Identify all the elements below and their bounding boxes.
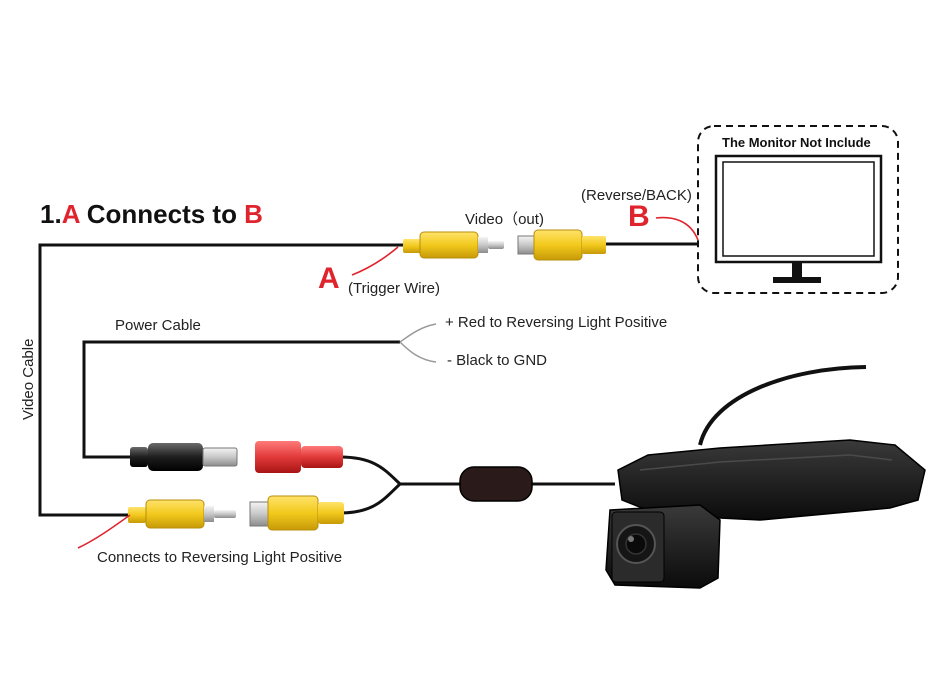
reversing-light-label: Connects to Reversing Light Positive: [97, 549, 343, 566]
video-out-label: Video（out): [465, 211, 544, 228]
letter-a-marker: A: [318, 262, 340, 295]
monitor-illustration: [697, 125, 899, 294]
cable-inline-module: [459, 466, 533, 502]
red-callout-lines: [77, 216, 699, 549]
power-socket-red: [255, 441, 343, 473]
monitor-stand: [792, 262, 802, 277]
monitor-base: [773, 277, 821, 283]
reversing-rca-male-yellow: [128, 499, 236, 529]
video-cable-line: [38, 243, 403, 517]
camera-rca-female-yellow: [249, 495, 344, 531]
video-out-rca-female-yellow: [517, 229, 606, 261]
reverse-back-label: (Reverse/BACK): [581, 187, 692, 204]
monitor-dashed-box: [697, 125, 899, 294]
power-cable-line: [82, 340, 400, 459]
video-cable-label: Video Cable: [20, 338, 37, 420]
trigger-wire-label: (Trigger Wire): [348, 280, 440, 297]
monitor-screen: [714, 154, 883, 264]
title-letter-b: B: [244, 199, 263, 229]
title-letter-a: A: [61, 199, 80, 229]
trigger-rca-male-yellow: [403, 231, 504, 259]
power-cable-label: Power Cable: [115, 317, 201, 334]
camera-top-cable: [698, 365, 867, 446]
title-middle: Connects to: [79, 199, 245, 229]
letter-b-marker: B: [628, 200, 650, 233]
cable-split-lines: [339, 455, 615, 515]
power-wire-branches: [399, 323, 437, 363]
power-plug-black: [130, 443, 238, 471]
monitor-note-label: The Monitor Not Include: [722, 135, 871, 150]
backup-camera: [605, 439, 926, 589]
black-gnd-label: - Black to GND: [447, 352, 548, 369]
page-title: 1.A Connects to B: [40, 199, 263, 230]
title-number: 1.: [40, 199, 62, 229]
red-positive-label: + Red to Reversing Light Positive: [445, 314, 668, 331]
